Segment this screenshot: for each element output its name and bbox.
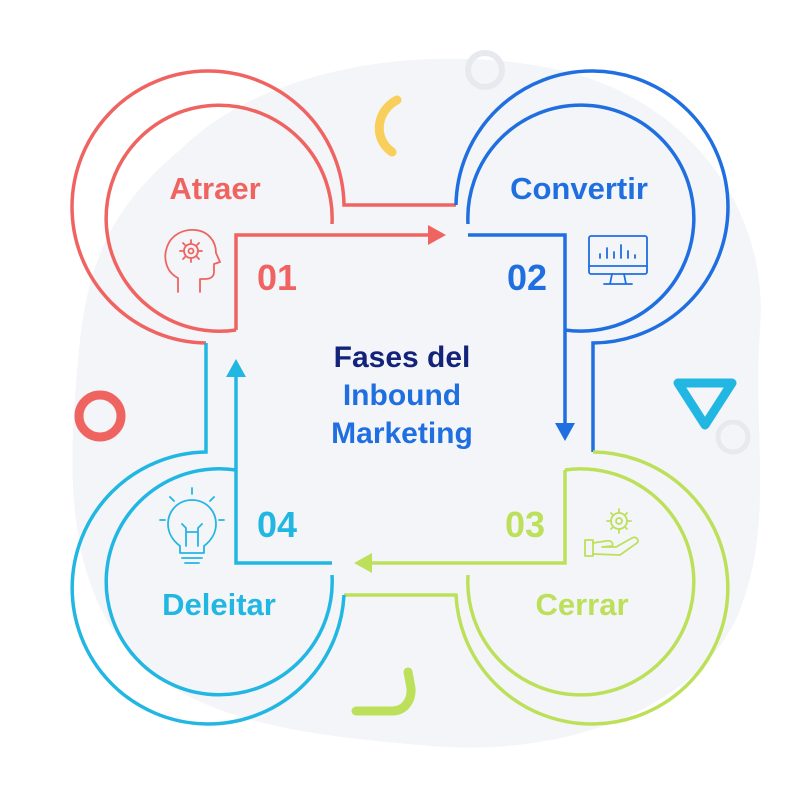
center-title-line-3: Marketing [331,417,473,450]
phase-cerrar [344,450,730,726]
phase-deleitar [70,343,346,726]
phase-number-03: 03 [505,504,545,545]
atraer-arrowhead [428,225,446,245]
decor-ring-right [715,419,751,455]
deleitar-arrow-line [234,377,332,565]
phase-number-04: 04 [257,504,297,545]
phase-number-02: 02 [507,257,547,298]
phase-name-convertir: Convertir [510,171,648,206]
atraer-outer-ring [70,69,456,345]
cerrar-inner-ring [466,467,696,697]
phase-number-01: 01 [257,257,297,298]
decor-ring-top [465,50,505,90]
cerrar-arrow-line [372,470,567,565]
deleitar-inner-ring [104,466,334,697]
convertir-inner-ring [466,103,696,333]
background-blob [72,58,761,748]
hand-gear-icon [584,508,639,557]
convertir-outer-ring [454,69,730,452]
phase-name-atraer: Atraer [169,171,260,206]
lightbulb-icon [159,487,225,564]
decor-arc-yellow [374,95,402,157]
deleitar-arrowhead [226,359,246,377]
decor-ring-pink [74,390,126,442]
phase-convertir [454,69,730,452]
atraer-arrow-line [234,233,428,330]
decor-triangle-cyan [673,378,737,430]
center-title-line-1: Fases del [334,341,471,374]
convertir-arrow-line [468,233,567,423]
atraer-inner-ring [104,103,334,334]
convertir-arrowhead [555,423,575,441]
phase-name-deleitar: Deleitar [162,587,276,622]
phase-name-cerrar: Cerrar [535,587,628,622]
decor-hook-green [351,667,416,716]
phase-atraer [70,69,456,345]
cerrar-outer-ring [344,450,730,726]
monitor-chart-icon [588,235,648,285]
gear-head-icon [164,229,221,293]
cerrar-arrowhead [354,553,372,573]
deleitar-outer-ring [70,343,346,726]
center-title-line-2: Inbound [343,379,461,412]
